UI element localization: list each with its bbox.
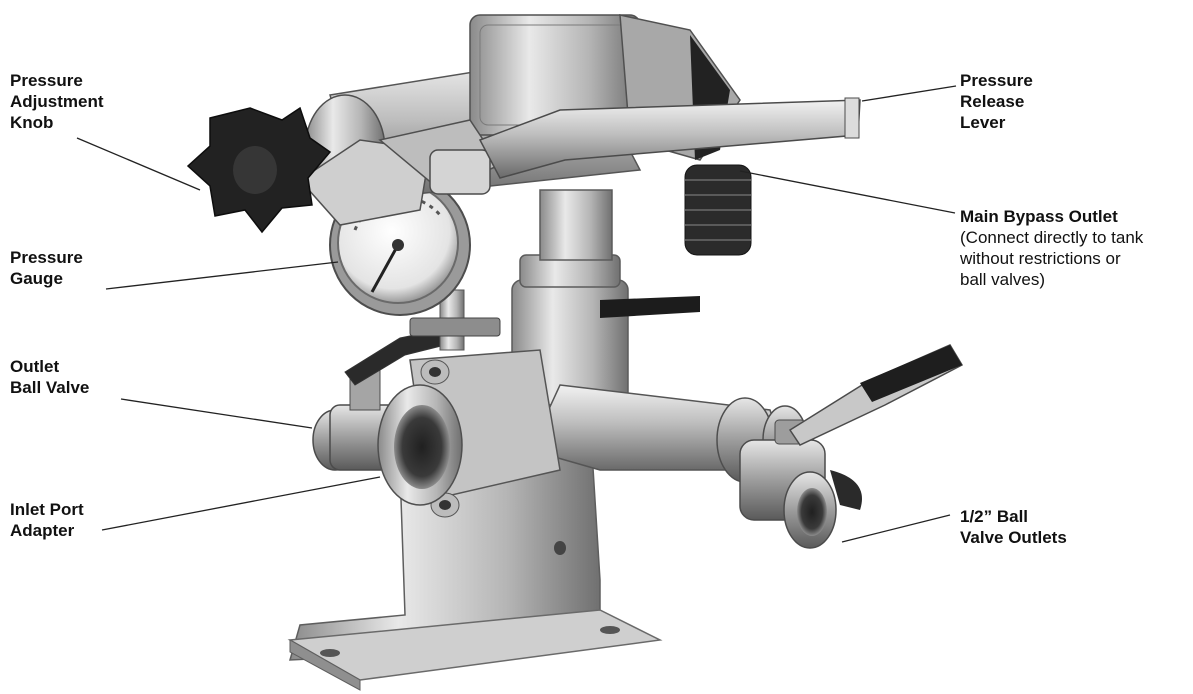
leader-main-bypass — [739, 170, 956, 214]
leader-inlet-port — [101, 476, 381, 531]
clamp-yoke — [298, 119, 502, 226]
release-lever — [478, 97, 861, 179]
leader-adjustment-knob — [76, 137, 201, 191]
leader-release-lever — [861, 85, 957, 102]
inlet-adapter — [377, 349, 561, 518]
leader-pressure-gauge — [105, 261, 339, 290]
label-pressure-gauge: Pressure Gauge — [10, 248, 83, 288]
label-main-bypass-outlet: Main Bypass Outlet (Connect directly to … — [960, 207, 1144, 289]
label-pressure-adjustment-knob: Pressure Adjustment Knob — [10, 71, 104, 132]
leader-lines — [76, 85, 957, 543]
leader-ball-valve-outlets — [841, 514, 951, 543]
label-ball-valve-outlets: 1/2” Ball Valve Outlets — [960, 507, 1067, 547]
label-outlet-ball-valve: Outlet Ball Valve — [10, 357, 90, 397]
label-pressure-release-lever: Pressure Release Lever — [960, 71, 1033, 132]
adjustment-knob — [186, 106, 332, 234]
leader-outlet-ball-valve — [120, 398, 313, 429]
bypass-outlet — [684, 164, 752, 256]
right-ball-valve — [739, 344, 964, 549]
label-inlet-port-adapter: Inlet Port Adapter — [10, 500, 84, 540]
mounting-bracket — [287, 419, 663, 691]
column-handle — [600, 296, 700, 318]
